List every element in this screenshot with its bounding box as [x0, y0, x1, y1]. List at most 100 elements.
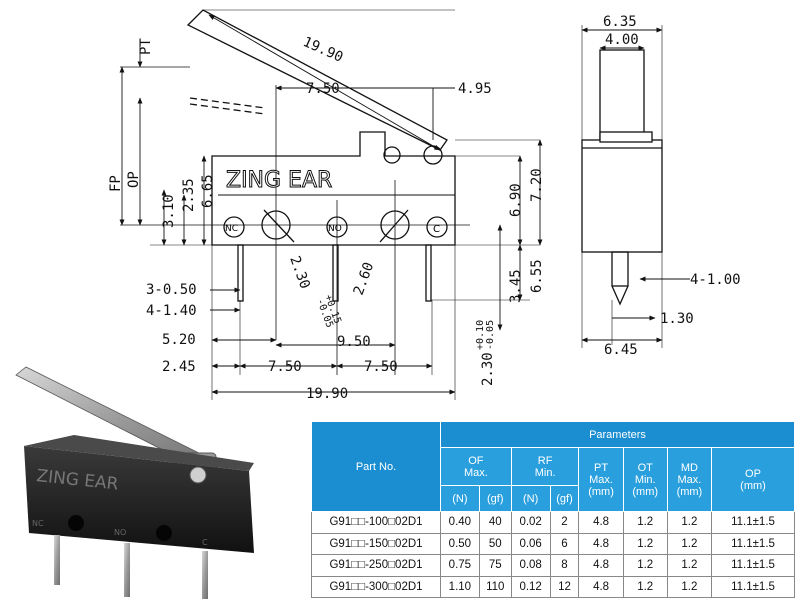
- dim-pin-tol-plus: +0.10: [475, 320, 486, 350]
- cell: 1.2: [622, 511, 668, 534]
- cell-part: G91□□-300□02D1: [311, 575, 441, 598]
- dim-side-6-45: 6.45: [604, 342, 638, 358]
- cell: 40: [478, 511, 512, 534]
- cell: 11.1±1.5: [711, 575, 795, 598]
- lever-pressed-dashed-2: [189, 103, 266, 115]
- table-row: G91□□-150□02D1 0.50 50 0.06 6 4.8 1.2 1.…: [311, 532, 795, 555]
- cell: 8: [549, 554, 580, 577]
- dim-4-1-40: 4-1.40: [146, 303, 197, 319]
- header-parameters: Parameters: [440, 421, 795, 448]
- terminal-pin-no: [332, 244, 339, 302]
- cell: 6: [549, 532, 580, 555]
- cell: 12: [549, 575, 580, 598]
- dim-3-10: 3.10: [161, 194, 177, 228]
- dim-side-4-00: 4.00: [605, 32, 639, 48]
- side-dims: [581, 25, 690, 348]
- cell-part: G91□□-250□02D1: [311, 554, 441, 577]
- cell: 11.1±1.5: [711, 532, 795, 555]
- cell: 0.06: [510, 532, 551, 555]
- photo-hole-right: [156, 525, 172, 541]
- photo-c-mark: C: [202, 538, 208, 547]
- dim-pt: PT: [138, 38, 154, 55]
- cell: 1.2: [666, 575, 713, 598]
- terminal-label-c: C: [433, 224, 440, 235]
- dim-7-50-left: 7.50: [268, 359, 302, 375]
- cell: 1.10: [440, 575, 480, 598]
- table-row: G91□□-100□02D1 0.40 40 0.02 2 4.8 1.2 1.…: [311, 511, 795, 534]
- dim-6-65: 6.65: [200, 174, 216, 208]
- dim-hole-2-60: 2.60: [351, 260, 378, 297]
- cell-part: G91□□-100□02D1: [311, 511, 441, 534]
- photo-pin-2: [124, 543, 130, 597]
- cell: 0.75: [440, 554, 480, 577]
- cell: 11.1±1.5: [711, 511, 795, 534]
- dims-right: [431, 139, 543, 331]
- dim-6-55: 6.55: [529, 259, 545, 293]
- cell: 75: [478, 554, 512, 577]
- terminal-mark-nc: [223, 216, 245, 238]
- cell: 1.2: [622, 532, 668, 555]
- side-pin: [611, 251, 629, 287]
- dim-side-6-35: 6.35: [603, 14, 637, 30]
- header-of-n: (N): [440, 485, 480, 512]
- table-row: G91□□-250□02D1 0.75 75 0.08 8 4.8 1.2 1.…: [311, 554, 795, 577]
- dims-bottom: [210, 245, 456, 400]
- cell: 2: [549, 511, 580, 534]
- dim-pivot: 4.95: [458, 81, 492, 97]
- terminal-mark-c: [426, 216, 448, 238]
- dim-fp: FP: [108, 175, 124, 192]
- cell: 1.2: [666, 554, 713, 577]
- photo-hole-left: [68, 515, 84, 531]
- header-of-gf: (gf): [478, 485, 512, 512]
- terminal-pin-nc: [237, 244, 244, 302]
- side-view: [581, 49, 663, 306]
- cell-part: G91□□-150□02D1: [311, 532, 441, 555]
- cell: 0.50: [440, 532, 480, 555]
- table-row: G91□□-300□02D1 1.10 110 0.12 12 4.8 1.2 …: [311, 575, 795, 598]
- brand-text-drawing: ZING EAR: [226, 168, 332, 193]
- hole-leader-1: [263, 209, 295, 243]
- actuator-lever: [186, 9, 448, 151]
- cell: 4.8: [578, 511, 624, 534]
- terminal-label-nc: NC: [225, 224, 238, 234]
- header-part-no: Part No.: [311, 421, 441, 512]
- cell: 0.02: [510, 511, 551, 534]
- dim-hole-2-30: 2.30: [286, 254, 313, 291]
- dim-2-35: 2.35: [181, 178, 197, 212]
- photo-pivot: [189, 466, 207, 484]
- cell: 110: [478, 575, 512, 598]
- cell: 4.8: [578, 532, 624, 555]
- dim-7-20: 7.20: [529, 168, 545, 202]
- dim-side-1-30: 1.30: [660, 311, 694, 327]
- terminal-pin-c: [425, 244, 432, 302]
- cell: 1.2: [622, 554, 668, 577]
- cell: 11.1±1.5: [711, 554, 795, 577]
- dim-side-4-1-00: 4-1.00: [690, 272, 741, 288]
- cell: 4.8: [578, 554, 624, 577]
- header-rf-n: (N): [510, 485, 551, 512]
- cell: 0.12: [510, 575, 551, 598]
- dim-2-45: 2.45: [162, 359, 196, 375]
- dim-lever-offset: 7.50: [306, 81, 340, 97]
- header-rf-gf: (gf): [549, 485, 580, 512]
- dims-left: [119, 45, 212, 246]
- dim-7-50-right: 7.50: [364, 359, 398, 375]
- lever-pressed-dashed: [189, 97, 266, 109]
- cell: 1.2: [666, 532, 713, 555]
- dim-op: OP: [126, 171, 142, 188]
- photo-no-mark: NO: [114, 528, 126, 537]
- side-body: [581, 139, 663, 253]
- side-pin-tip: [611, 285, 629, 306]
- terminal-label-no: NO: [328, 224, 342, 234]
- dim-3-0-50: 3-0.50: [146, 282, 197, 298]
- photo-body-top: [24, 435, 254, 471]
- dim-lever-length: 19.90: [300, 34, 345, 66]
- cell: 4.8: [578, 575, 624, 598]
